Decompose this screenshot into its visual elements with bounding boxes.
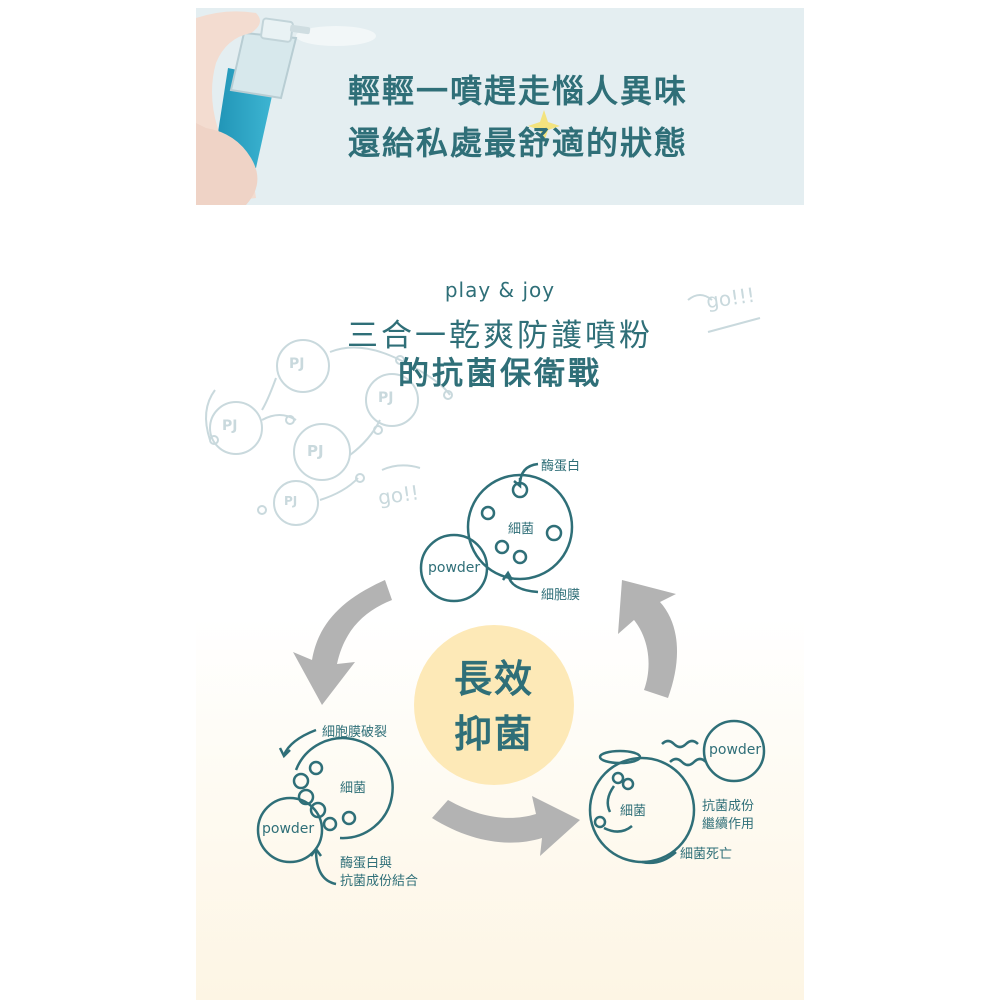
stage1-powder-circle [419,533,489,603]
stage2-powder-circle [256,796,324,864]
stage3-powder-circle [702,719,766,783]
stage3-death-label: 細菌死亡 [680,847,733,862]
pj-doodle-label: PJ [222,418,238,434]
stage1-bacteria-label: 細菌 [508,522,535,537]
stage2-enzyme [322,816,338,832]
stage3-enzyme [593,815,607,829]
center-badge-line1: 長效 [453,657,534,701]
arrow-up [618,580,678,698]
stage1-enzyme-label: 酶蛋白 [541,459,581,474]
brand-subtitle: play & joy [444,278,556,302]
stage2-enzyme [297,788,315,806]
banner-headline-line2: 還給私處最舒適的狀態 [348,124,689,162]
content-background [196,205,804,1000]
spray-bottle-hand-illustration [196,11,560,205]
stage1-enzyme [494,539,510,555]
stage3-powder-label: powder [709,742,762,758]
pj-doodle-label: PJ [289,356,305,372]
arrow-right [432,796,580,856]
stage3-enzyme [611,771,625,785]
top-banner: 輕輕一噴趕走惱人異味 還給私處最舒適的狀態 [196,8,804,205]
stage1-diagram [419,462,574,603]
pj-doodle-circle [365,373,419,427]
stage2-enzyme [292,772,310,790]
stage3-enzyme [621,777,635,791]
pj-doodle-circle [209,401,263,455]
stage2-bind-label-line1: 酶蛋白與 [340,856,393,871]
page-title-line2: 的抗菌保衛戰 [398,356,602,392]
stage2-enzyme [341,810,357,826]
pj-doodle-label: PJ [307,442,324,460]
stage1-bacteria-cell [466,473,574,581]
stage2-powder-label: powder [262,821,315,837]
stage2-bind-label-line2: 抗菌成份結合 [340,874,419,889]
stage3-diagram [588,719,766,865]
stage2-bacteria-label: 細菌 [340,781,367,796]
stage1-enzyme [512,549,528,565]
stage2-ruptured-cell [294,736,394,840]
stage3-continue-label-line2: 繼續作用 [702,817,755,832]
stage1-membrane-label: 細胞膜 [541,588,581,603]
page-title-line1: 三合一乾爽防護噴粉 [347,318,653,354]
stage2-diagram [256,728,394,886]
banner-headline-line1: 輕輕一噴趕走惱人異味 [348,72,689,110]
stage1-enzyme [545,524,563,542]
stage1-enzyme [480,505,496,521]
arrow-down-left [293,580,392,705]
stage3-bacteria-label: 細菌 [620,804,647,819]
pj-doodle-circle [293,423,351,481]
pj-doodle-label: PJ [378,390,394,406]
center-badge-line2: 抑菌 [453,712,534,756]
stage1-powder-label: powder [428,560,481,576]
stage2-rupture-label: 細胞膜破裂 [322,725,388,740]
stage3-continue-label-line1: 抗菌成份 [702,799,755,814]
pj-doodle-circle [276,339,330,393]
center-badge [414,625,574,785]
stage2-enzyme [308,760,324,776]
stage3-halo [598,749,642,765]
pj-doodle-label: PJ [284,494,298,508]
pj-doodles [205,294,761,526]
cycle-arrows [293,580,678,856]
pj-doodle-circle [273,480,319,526]
